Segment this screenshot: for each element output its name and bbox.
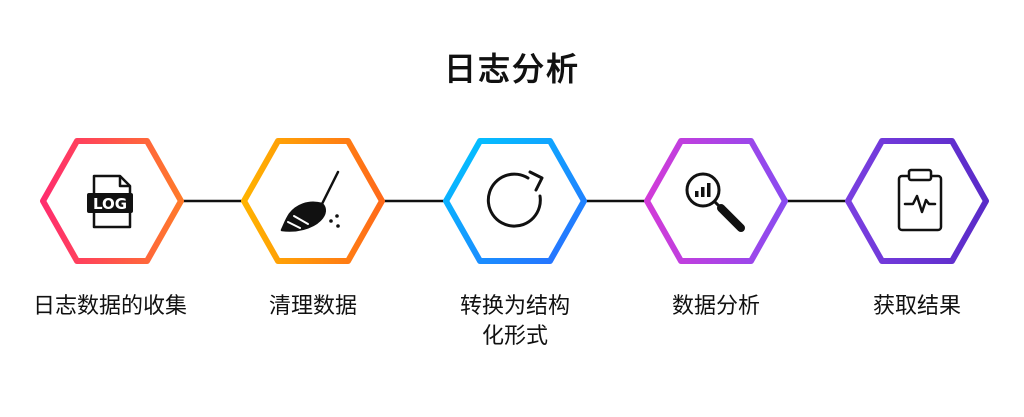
refresh-icon [486, 170, 544, 228]
step-2-label: 清理数据 [268, 294, 357, 319]
magnifier-chart-icon [685, 172, 745, 232]
step-3-hexagon [443, 138, 587, 264]
step-3-label: 转换为结构 化形式 [459, 294, 570, 349]
step-1-label: 日志数据的收集 [32, 294, 187, 319]
step-2-hexagon [241, 138, 385, 264]
broom-icon [280, 170, 340, 232]
step-5-label: 获取结果 [872, 294, 961, 319]
log-icon-text: LOG [93, 195, 127, 213]
clipboard-pulse-icon [897, 168, 943, 232]
step-4-label: 数据分析 [671, 294, 760, 319]
log-file-icon: LOG [87, 174, 133, 229]
step-5-hexagon [845, 138, 989, 264]
page-title: 日志分析 [443, 50, 580, 88]
